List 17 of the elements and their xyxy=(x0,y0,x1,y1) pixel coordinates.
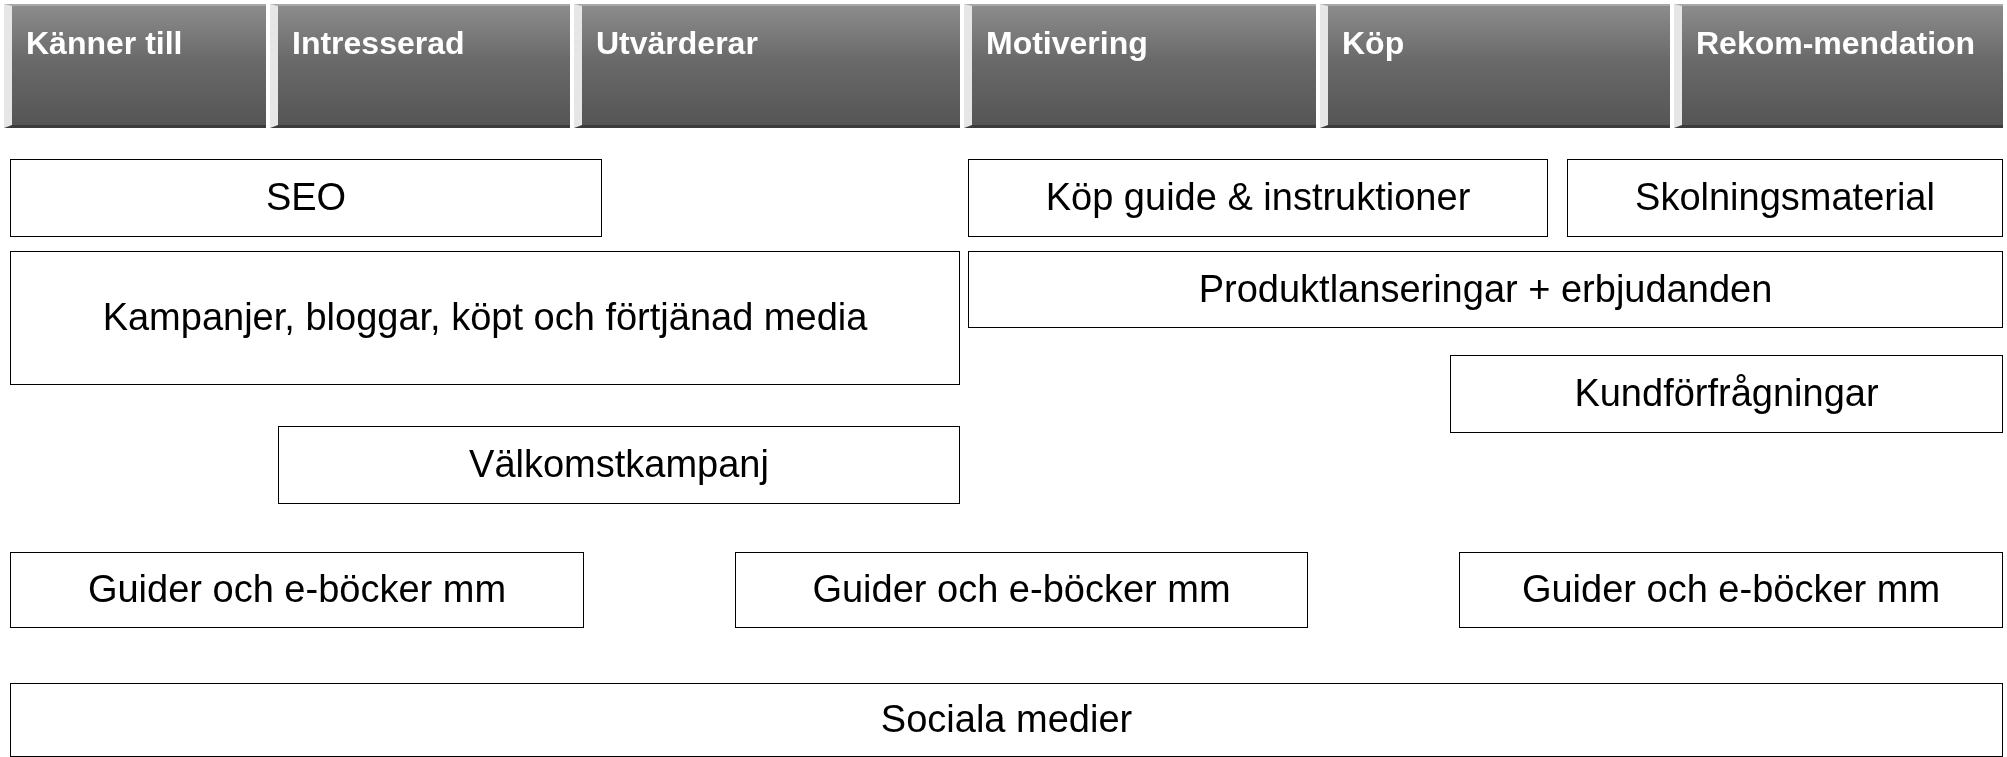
stage-header: Köp xyxy=(1320,4,1670,128)
stage-header: Rekom-mendation xyxy=(1674,4,2003,128)
stage-header: Känner till xyxy=(4,4,266,128)
activity-box: Guider och e-böcker mm xyxy=(735,552,1308,628)
stage-header: Intresserad xyxy=(270,4,570,128)
activity-box: Skolningsmaterial xyxy=(1567,159,2003,237)
stage-header: Motivering xyxy=(964,4,1316,128)
activity-box: Produktlanseringar + erbjudanden xyxy=(968,251,2003,328)
activity-box: Välkomstkampanj xyxy=(278,426,960,504)
activity-box: Guider och e-böcker mm xyxy=(10,552,584,628)
stage-header: Utvärderar xyxy=(574,4,960,128)
activity-box: Köp guide & instruktioner xyxy=(968,159,1548,237)
activity-box: SEO xyxy=(10,159,602,237)
activity-box: Guider och e-böcker mm xyxy=(1459,552,2003,628)
activity-box: Kundförfrågningar xyxy=(1450,355,2003,433)
activity-box: Kampanjer, bloggar, köpt och förtjänad media xyxy=(10,251,960,385)
activity-box: Sociala medier xyxy=(10,683,2003,757)
